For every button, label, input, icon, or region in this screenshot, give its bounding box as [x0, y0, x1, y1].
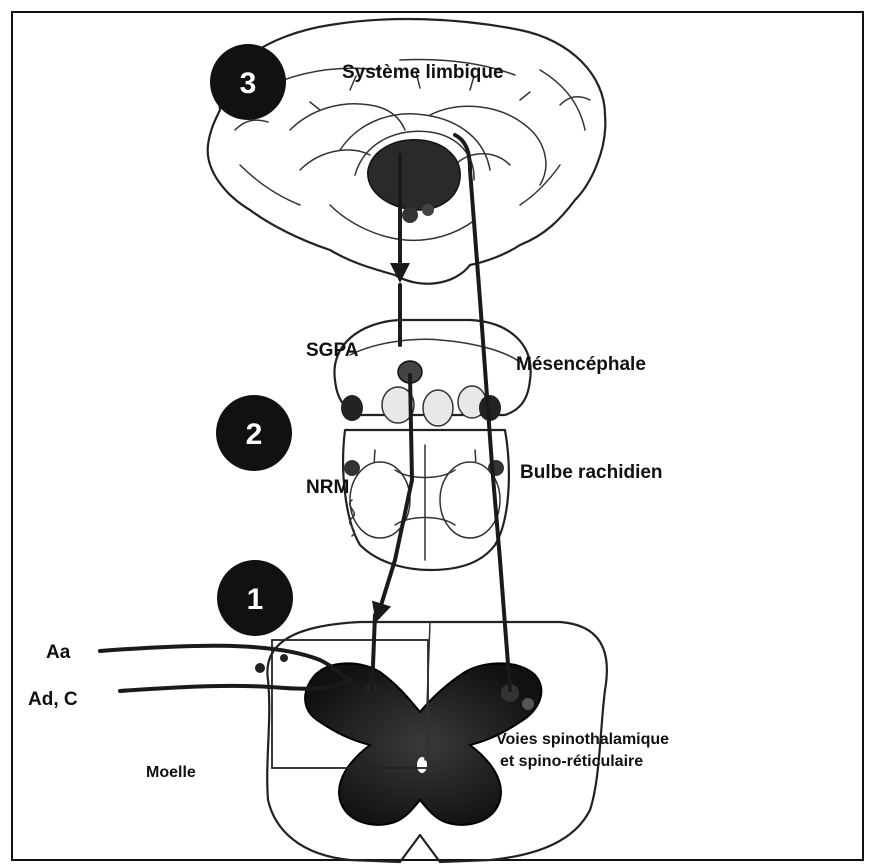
- marker-1-label: 1: [247, 583, 264, 616]
- label-bulbe-rachidien: Bulbe rachidien: [520, 462, 663, 483]
- label-voies-line2: et spino-réticulaire: [500, 753, 643, 770]
- label-moelle: Moelle: [146, 764, 196, 781]
- marker-2-label: 2: [246, 418, 263, 451]
- label-mesencephale: Mésencéphale: [516, 354, 646, 375]
- marker-3: 3: [210, 44, 286, 120]
- label-aa-fibers: Aa: [46, 642, 71, 663]
- marker-2: 2: [216, 395, 292, 471]
- brainstem-illustration: [334, 320, 530, 570]
- label-sgpa: SGPA: [306, 340, 359, 361]
- label-ad-c-fibers: Ad, C: [28, 689, 78, 710]
- label-voies-line1: Voies spinothalamique: [496, 731, 669, 748]
- label-limbic-system: Système limbique: [342, 62, 504, 83]
- marker-3-label: 3: [240, 67, 257, 100]
- label-nrm: NRM: [306, 477, 349, 498]
- marker-1: 1: [217, 560, 293, 636]
